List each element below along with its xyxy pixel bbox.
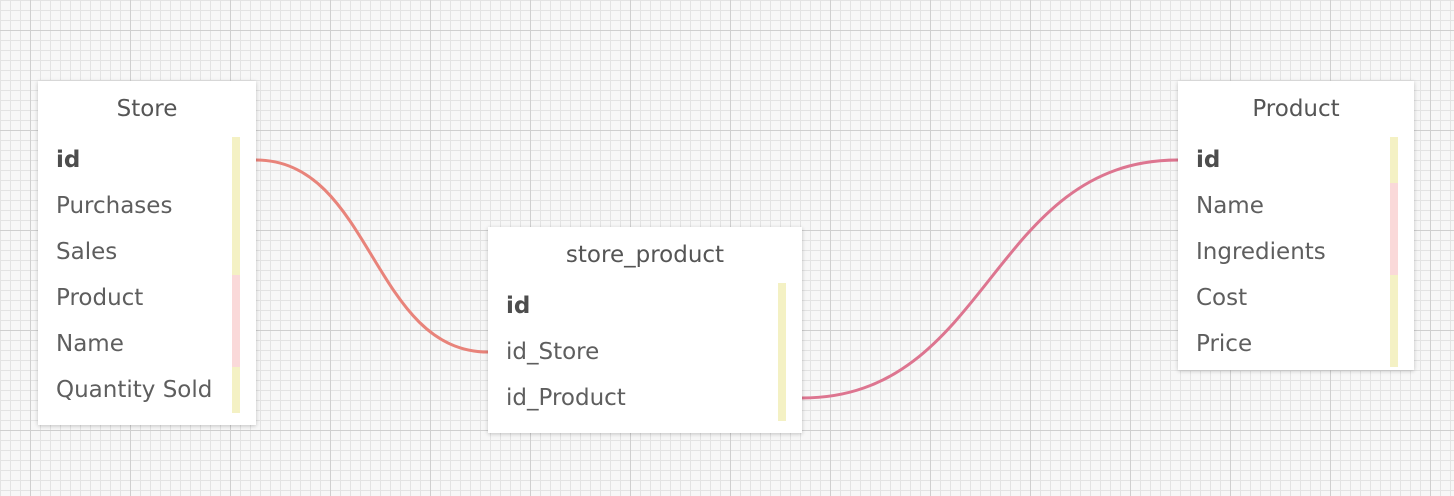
column-row-id[interactable]: id [38, 137, 256, 183]
column-name: id [1196, 147, 1221, 173]
column-row-name[interactable]: Name [38, 321, 256, 367]
column-name: Ingredients [1196, 239, 1326, 265]
column-type-bar [778, 283, 786, 329]
column-name: Price [1196, 331, 1253, 357]
relation-line-product-store_product[interactable] [800, 158, 1180, 400]
table-title[interactable]: Product [1252, 96, 1340, 122]
column-type-bar [778, 329, 786, 375]
column-row-cost[interactable]: Cost [1178, 275, 1414, 321]
column-type-bar [1390, 137, 1398, 183]
relation-line-store-store_product[interactable] [254, 158, 490, 354]
column-row-id-product[interactable]: id_Product [488, 375, 802, 421]
column-name: id_Store [506, 339, 600, 365]
column-type-bar [1390, 183, 1398, 229]
column-name: Product [56, 285, 144, 311]
column-name: id_Product [506, 385, 626, 411]
column-type-bar [778, 375, 786, 421]
column-row-purchases[interactable]: Purchases [38, 183, 256, 229]
column-name: id [506, 293, 531, 319]
column-row-ingredients[interactable]: Ingredients [1178, 229, 1414, 275]
column-name: Purchases [56, 193, 173, 219]
column-name: Sales [56, 239, 118, 265]
column-type-bar [232, 275, 240, 321]
column-row-id[interactable]: id [1178, 137, 1414, 183]
column-row-price[interactable]: Price [1178, 321, 1414, 367]
column-row-quantity-sold[interactable]: Quantity Sold [38, 367, 256, 413]
table-title[interactable]: store_product [565, 242, 725, 268]
column-type-bar [1390, 321, 1398, 367]
column-list: id id_Store id_Product [488, 283, 802, 433]
table-title[interactable]: Store [116, 96, 178, 122]
column-name: id [56, 147, 81, 173]
column-name: Name [1196, 193, 1264, 219]
column-row-id-store[interactable]: id_Store [488, 329, 802, 375]
column-type-bar [1390, 275, 1398, 321]
column-type-bar [232, 321, 240, 367]
column-type-bar [232, 229, 240, 275]
column-name: Quantity Sold [56, 377, 213, 403]
column-name: Cost [1196, 285, 1248, 311]
column-type-bar [232, 183, 240, 229]
column-row-name[interactable]: Name [1178, 183, 1414, 229]
column-type-bar [232, 137, 240, 183]
column-row-sales[interactable]: Sales [38, 229, 256, 275]
table-store-product[interactable]: store_product id id_Store id_Product [488, 227, 802, 433]
column-row-product[interactable]: Product [38, 275, 256, 321]
column-type-bar [1390, 229, 1398, 275]
column-row-id[interactable]: id [488, 283, 802, 329]
column-type-bar [232, 367, 240, 413]
column-name: Name [56, 331, 124, 357]
